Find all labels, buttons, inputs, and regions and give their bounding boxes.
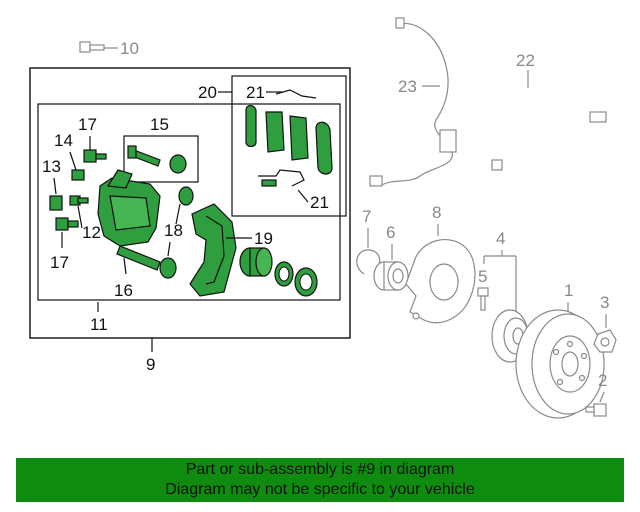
- callout-22[interactable]: 22: [516, 51, 535, 70]
- callout-7[interactable]: 7: [362, 207, 371, 226]
- part-12-bolt[interactable]: [69, 195, 89, 206]
- part-18-boot-upper[interactable]: [178, 186, 194, 206]
- callout-9[interactable]: 9: [146, 355, 155, 374]
- assembly-11-box: [37, 103, 341, 301]
- part-14-cap[interactable]: [71, 169, 85, 181]
- callout-19[interactable]: 19: [254, 229, 273, 248]
- parts-diagram: 10 20 21 21 17 14 13 12 17: [29, 17, 617, 419]
- part-21-pad-clips[interactable]: [258, 89, 317, 187]
- part-15-guide-pin-kit[interactable]: [127, 145, 187, 174]
- callout-21-bottom[interactable]: 21: [310, 193, 329, 212]
- part-20-brake-pads[interactable]: [245, 104, 333, 175]
- callout-14[interactable]: 14: [54, 131, 73, 150]
- callout-17-top[interactable]: 17: [78, 115, 97, 134]
- part-1-brake-disc[interactable]: [515, 309, 605, 419]
- callout-5[interactable]: 5: [478, 267, 487, 286]
- callout-4[interactable]: 4: [496, 229, 505, 248]
- callout-17-bottom[interactable]: 17: [50, 253, 69, 272]
- callout-3[interactable]: 3: [600, 293, 609, 312]
- assembly-9-box: [29, 67, 351, 339]
- part-13-bleeder[interactable]: [49, 195, 63, 211]
- part-11-caliper-housing[interactable]: [97, 169, 161, 247]
- part-22-brake-hose[interactable]: [490, 87, 607, 171]
- part-19-piston[interactable]: [239, 247, 273, 277]
- part-19-seal[interactable]: [274, 261, 318, 297]
- callout-1[interactable]: 1: [564, 281, 573, 300]
- callout-18[interactable]: 18: [164, 221, 183, 240]
- callout-8[interactable]: 8: [432, 203, 441, 222]
- callout-13[interactable]: 13: [42, 157, 61, 176]
- selection-banner: Part or sub-assembly is #9 in diagram Di…: [16, 458, 624, 502]
- callout-10[interactable]: 10: [120, 39, 139, 58]
- part-19-caliper-bracket[interactable]: [189, 203, 237, 297]
- callout-11[interactable]: 11: [90, 315, 108, 334]
- callout-15[interactable]: 15: [150, 115, 169, 134]
- part-2-screw[interactable]: [585, 403, 607, 417]
- part-18-boot-lower[interactable]: [159, 257, 177, 279]
- part-17-bolt-top[interactable]: [83, 149, 107, 163]
- callout-6[interactable]: 6: [386, 223, 395, 242]
- callout-20[interactable]: 20: [198, 83, 217, 102]
- assembly-20-box: [231, 75, 347, 217]
- part-16-guide-bolt[interactable]: [116, 245, 161, 271]
- part-3-hub-nut[interactable]: [593, 329, 617, 353]
- assembly-15-box: [123, 135, 199, 183]
- callout-16[interactable]: 16: [114, 281, 133, 300]
- banner-line-1: Part or sub-assembly is #9 in diagram: [185, 461, 455, 478]
- part-5-wheel-stud[interactable]: [477, 287, 489, 311]
- part-6-bearing[interactable]: [373, 261, 409, 291]
- callout-21-top[interactable]: 21: [246, 83, 265, 102]
- part-23-abs-sensor[interactable]: [369, 17, 457, 187]
- banner-line-2: Diagram may not be specific to your vehi…: [165, 481, 475, 498]
- callout-2[interactable]: 2: [598, 371, 607, 390]
- part-10-bolt[interactable]: [79, 41, 118, 53]
- part-8-dust-shield[interactable]: [405, 239, 476, 324]
- callout-12[interactable]: 12: [82, 223, 101, 242]
- callout-23[interactable]: 23: [398, 77, 417, 96]
- part-17-bolt-bottom[interactable]: [55, 217, 79, 231]
